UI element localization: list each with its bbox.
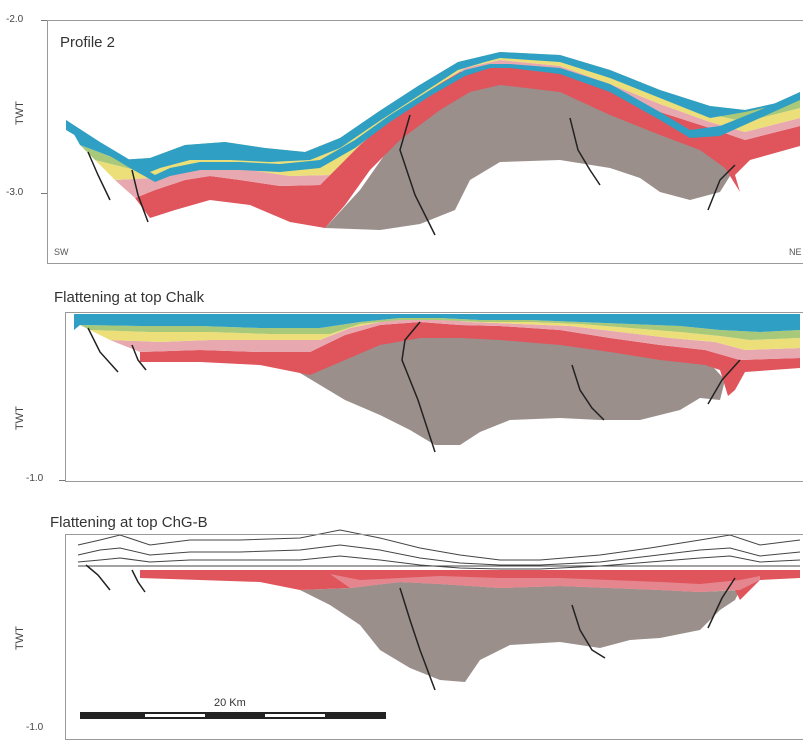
panel3-horizon-1 (77, 529, 801, 561)
panel3-pink-patch (330, 574, 760, 592)
panel1-fault-3 (399, 114, 436, 236)
panel1-fault-4 (569, 117, 601, 186)
panel1-title: Profile 2 (60, 34, 116, 51)
panel1-red-layer (135, 66, 800, 228)
panel1-blue-top (66, 64, 800, 182)
panel1-tickmark-mid (41, 193, 47, 194)
panel3-section (77, 529, 801, 691)
panel3-horizon-3 (77, 555, 801, 570)
panel3-frame (65, 534, 803, 740)
panel2-green-layer (80, 318, 800, 340)
panel3-fault-1 (85, 564, 111, 591)
panel1-left-label: SW (54, 247, 69, 257)
panel2-blue-layer (74, 314, 800, 332)
panel3-y-axis-title: TWT (14, 626, 26, 650)
panel2-fault-2 (131, 344, 147, 371)
panel2-tickmark-bottom (59, 480, 65, 481)
panel1-tickmark-top (41, 20, 47, 21)
panel1-fault-5 (707, 164, 736, 211)
panel1-fault-2 (131, 169, 149, 223)
panel2-y-axis-title: TWT (14, 406, 26, 430)
panel2-pink-layer (110, 318, 800, 360)
panel3-title: Flattening at top ChG-B (50, 514, 208, 531)
scale-bar-graphic (80, 712, 386, 719)
panel2-red-layer (140, 322, 800, 396)
panel1-fault-1 (87, 151, 111, 201)
panel3-fault-3 (399, 587, 436, 691)
panel3-horizon-2 (77, 544, 801, 566)
panel1-right-label: NE (789, 247, 802, 257)
panel2-frame (65, 312, 803, 482)
panel2-fault-5 (707, 359, 741, 405)
panel3-fault-5 (707, 577, 736, 629)
panel1-tick-top: -2.0 (6, 14, 24, 25)
panel2-yellow-layer (90, 318, 800, 350)
scale-bar-label: 20 Km (214, 697, 246, 709)
panel2-tick-bottom: -1.0 (26, 473, 44, 484)
panel1-tick-mid: -3.0 (6, 187, 24, 198)
panel3-fault-4 (571, 604, 606, 659)
panel3-fault-2 (131, 569, 146, 593)
panel1-blue-layer (66, 52, 800, 172)
panel2-title: Flattening at top Chalk (54, 289, 205, 306)
panel2-fault-4 (571, 364, 605, 421)
panel3-grey-body (300, 582, 740, 682)
panel2-section (74, 314, 800, 453)
panel1-yellow-layer (95, 56, 800, 180)
panel2-fault-1 (87, 327, 119, 373)
panel1-section (66, 52, 800, 236)
panel2-fault-3 (401, 321, 436, 453)
panel3-tick-bottom: -1.0 (26, 722, 44, 733)
